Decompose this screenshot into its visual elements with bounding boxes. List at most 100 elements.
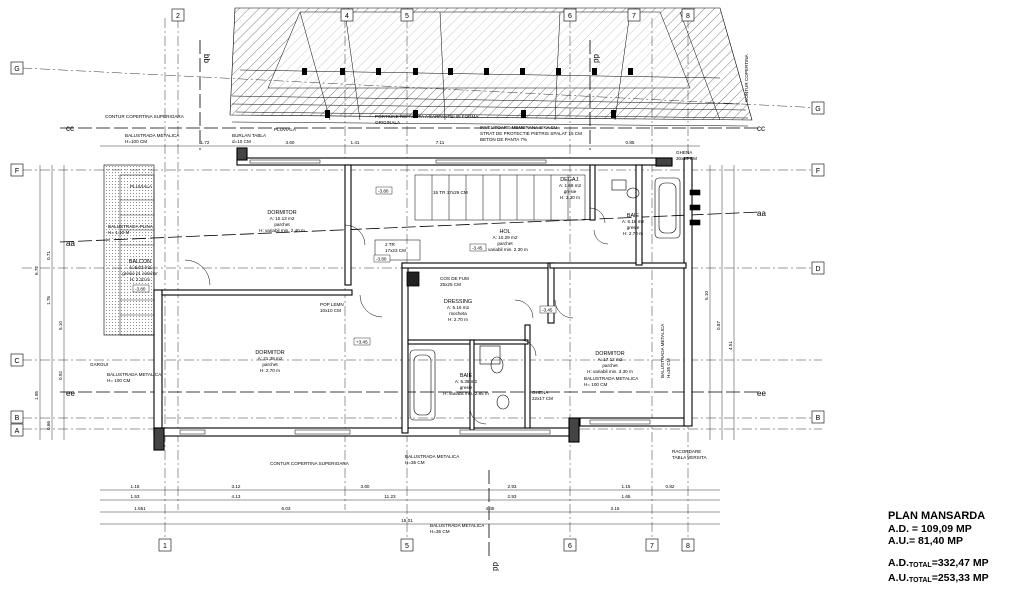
svg-text:1.72: 1.72: [201, 140, 210, 145]
axis-C-label: C: [14, 358, 19, 365]
svg-text:3.60: 3.60: [361, 484, 370, 489]
svg-text:H: variabil min. 2.85 m: H: variabil min. 2.85 m: [443, 391, 489, 396]
svg-text:0.85: 0.85: [626, 140, 635, 145]
svg-text:BAIE: BAIE: [627, 213, 640, 219]
note-balustrada-dr2-h: H=35 CM: [666, 358, 671, 378]
note-burlan: BURLAN TABLA: [232, 133, 267, 138]
svg-text:0.92: 0.92: [58, 371, 63, 380]
room-dormitor-3: DORMITOR A: 17.12 m2 parchet H: variabil…: [587, 351, 633, 374]
note-balustrada-sub: BALUSTRADA METALICA: [405, 454, 460, 459]
svg-text:mocheta: mocheta: [449, 311, 467, 316]
axis-F-label: F: [15, 168, 19, 175]
note-gargui: GARGUI: [90, 362, 108, 367]
axis-A-label: A: [15, 428, 20, 435]
door-swings: [184, 207, 609, 425]
svg-text:4.13: 4.13: [232, 494, 241, 499]
svg-text:HOL: HOL: [499, 229, 510, 235]
svg-text:DORMITOR: DORMITOR: [255, 350, 284, 356]
windows: [179, 159, 651, 435]
svg-text:parchet: parchet: [602, 363, 618, 368]
svg-text:2.93: 2.93: [508, 494, 517, 499]
level-5: -3.45: [542, 308, 553, 313]
svg-text:parchet: parchet: [497, 241, 513, 246]
note-roof-side: CONTUR COPERTINA: [744, 53, 749, 102]
room-dormitor-1: DORMITOR A: 10.13 m2 parchet H: variabil…: [259, 210, 305, 233]
axis-8-label-bottom: 8: [686, 543, 690, 550]
area-ad: A.D. = 109,09 MP: [888, 523, 972, 535]
area-au-total: A.U.TOTAL=253,33 MP: [888, 572, 989, 584]
note-pod-lemn-size: 10x10 CM: [320, 308, 341, 313]
svg-text:A: 1.68 m2: A: 1.68 m2: [559, 183, 582, 188]
axis-8-label: 8: [686, 13, 690, 20]
room-balcon: BALCON A: 5.03 m2 gresie pt. exterior H:…: [122, 259, 158, 282]
svg-text:A: 21.38 m2: A: 21.38 m2: [258, 356, 283, 361]
section-dd-top: dd: [592, 54, 601, 63]
section-cc-left: cc: [66, 124, 74, 133]
svg-text:gresie: gresie: [564, 189, 577, 194]
svg-text:6.03: 6.03: [282, 506, 291, 511]
level-3: -3.80: [135, 287, 146, 292]
section-ee-left: ee: [66, 389, 75, 398]
svg-text:2.93: 2.93: [508, 484, 517, 489]
note-racordare: RACORDARE: [672, 449, 701, 454]
svg-text:1.16: 1.16: [131, 484, 140, 489]
note-ghena: GHENA: [676, 150, 693, 155]
note-balustrada-sus: BALUSTRADA METALICA: [125, 133, 180, 138]
note-invelitoare3: BETON DE PANTA 7%: [480, 137, 527, 142]
svg-text:5.10: 5.10: [58, 321, 63, 330]
axis-B-label-right: B: [816, 415, 821, 422]
axis-7-label: 7: [632, 13, 636, 20]
room-baie-1: BAIE A: 5.18 m2 gresie H: 2.70 m: [622, 213, 645, 236]
bath-fixtures-right: [611, 177, 701, 239]
level-6: +3.45: [356, 340, 368, 345]
axis-labels-top: 2 4 5 6 7 8: [176, 13, 690, 20]
svg-text:0.71: 0.71: [46, 251, 51, 260]
staircase: [374, 174, 586, 261]
bottom-dimensions: 1.16 3.12 3.60 2.93 1.15 0.82 1.53 4.13 …: [131, 484, 675, 523]
svg-text:A: 17.12 m2: A: 17.12 m2: [598, 357, 623, 362]
room-labels: DORMITOR A: 10.13 m2 parchet H: variabil…: [122, 177, 644, 396]
axis-G-label: G: [14, 66, 19, 73]
svg-text:1.95: 1.95: [34, 391, 39, 400]
walls: [153, 147, 693, 451]
svg-text:gresie: gresie: [460, 385, 473, 390]
note-contur-sus: CONTUR COPERTINA SUPERIOARA: [105, 114, 185, 119]
svg-text:H: variabil min. 2.40 m: H: variabil min. 2.40 m: [259, 228, 305, 233]
svg-text:1.551: 1.551: [134, 506, 146, 511]
area-ad-total: A.D.TOTAL=332,47 MP: [888, 557, 989, 569]
axis-4-label: 4: [345, 13, 349, 20]
roof-section: PORTIUNE REFACUTA A SARPANTEI IN FORMA O…: [229, 7, 753, 142]
right-dimensions: 5.10 0.87 4.51: [704, 291, 733, 350]
axis-1-label-bottom: 1: [163, 543, 167, 550]
note-balustrada-dr: BALUSTRADA METALICA: [584, 376, 639, 381]
level-markers: -3.80 -3.80 -3.80 -3.45 -3.45 +3.45: [132, 186, 557, 346]
note-stair: 15 TR 17x29 CM: [433, 190, 468, 195]
svg-text:A: 5.18 m2: A: 5.18 m2: [622, 219, 645, 224]
svg-text:4.45: 4.45: [486, 506, 495, 511]
svg-text:H: 2.30 m: H: 2.30 m: [560, 195, 580, 200]
roof-purlins: [302, 68, 633, 118]
note-pluviala-2: PLUVIALA: [130, 184, 153, 189]
axis-5-label: 5: [405, 13, 409, 20]
room-hol: HOL A: 10.29 m2 parchet H: variabil min.…: [482, 229, 528, 252]
left-dimensions: 6.72 1.76 0.71 5.10 0.92 1.95 0.66: [34, 251, 63, 430]
dim-total: 15.01: [401, 518, 413, 523]
annotations: COS DE FUM 25x25 CM 15 TR 17x29 CM 2 TR …: [90, 114, 707, 534]
section-ee-right: ee: [757, 389, 766, 398]
note-balustrada-jos-h: H= 100 CM: [107, 378, 131, 383]
dimension-lines: [39, 145, 735, 525]
level-2: -3.80: [376, 257, 387, 262]
note-ghena2: GHENA: [532, 390, 549, 395]
svg-text:DORMITOR: DORMITOR: [595, 351, 624, 357]
svg-text:5.10: 5.10: [704, 291, 709, 300]
room-baie-2: BAIE A: 5.38 m2 gresie H: variabil min. …: [443, 373, 489, 396]
section-bb: bb: [202, 54, 211, 63]
svg-text:H: 2.10 m: H: 2.10 m: [130, 277, 150, 282]
svg-text:1.41: 1.41: [351, 140, 360, 145]
svg-text:1.76: 1.76: [46, 296, 51, 305]
chimney: [406, 271, 420, 287]
svg-text:4.51: 4.51: [728, 341, 733, 350]
note-portiune2: ORIGINALA: [375, 120, 401, 125]
note-stair2: 2 TR: [385, 242, 396, 247]
